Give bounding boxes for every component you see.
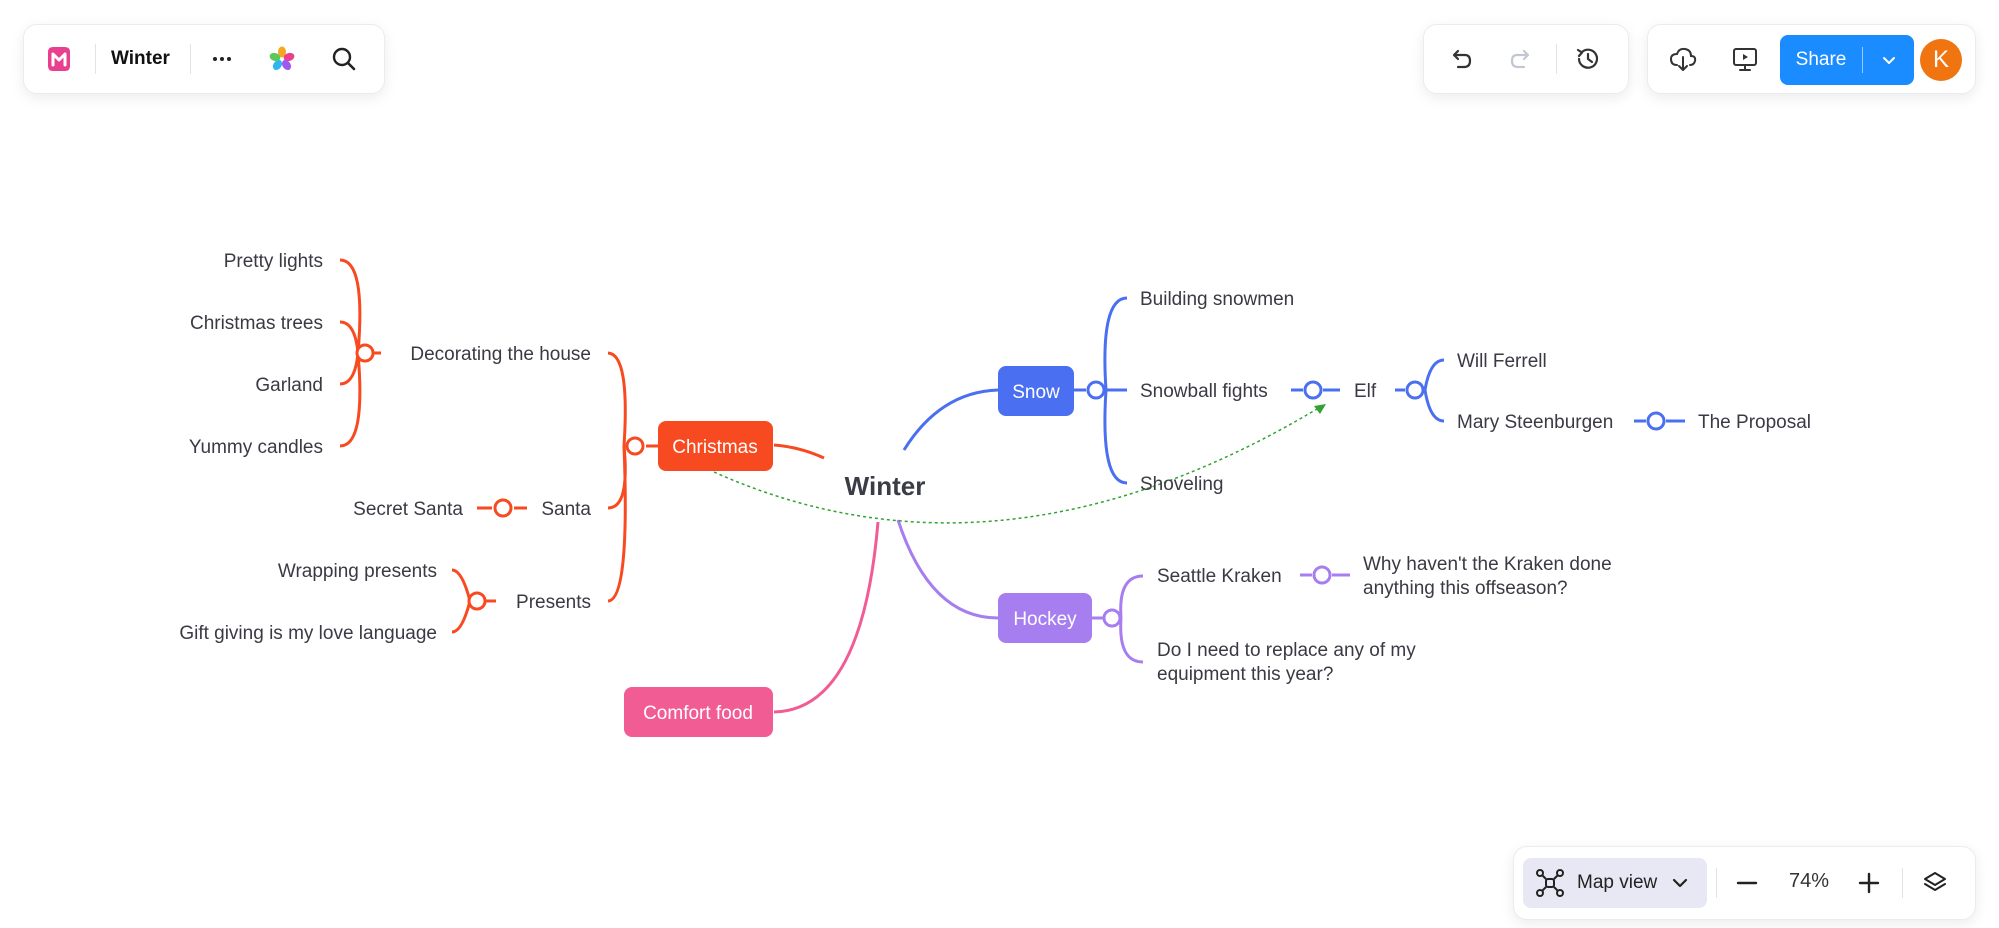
arrowhead bbox=[1314, 404, 1326, 414]
comfort-food-node[interactable] bbox=[624, 687, 773, 737]
christmas-node[interactable] bbox=[658, 421, 773, 471]
christmas-knobs[interactable] bbox=[355, 343, 645, 611]
connector bbox=[773, 521, 880, 714]
topic-wrapping-presents[interactable]: Wrapping presents bbox=[278, 561, 437, 582]
divider bbox=[1862, 47, 1863, 73]
topic-decorating[interactable]: Decorating the house bbox=[410, 344, 591, 365]
topic-kraken-question-line1[interactable]: Why haven't the Kraken done bbox=[1363, 554, 1612, 575]
comfort-food-label: Comfort food bbox=[643, 703, 753, 724]
zoom-out-icon[interactable] bbox=[1727, 863, 1767, 903]
divider bbox=[95, 44, 96, 74]
divider bbox=[1716, 868, 1717, 898]
divider bbox=[1556, 44, 1557, 74]
connector bbox=[773, 443, 825, 460]
map-view-button[interactable]: Map view bbox=[1523, 858, 1707, 908]
zoom-in-icon[interactable] bbox=[1849, 863, 1889, 903]
topic-mary-steenburgen[interactable]: Mary Steenburgen bbox=[1457, 412, 1613, 433]
redo-icon[interactable] bbox=[1501, 39, 1541, 79]
topic-santa[interactable]: Santa bbox=[541, 499, 591, 520]
snow-knobs[interactable] bbox=[1086, 380, 1666, 431]
chevron-down-icon bbox=[1671, 874, 1689, 892]
hockey-knobs[interactable] bbox=[1102, 565, 1332, 628]
snow-label: Snow bbox=[1012, 382, 1060, 403]
root-node[interactable]: Winter bbox=[845, 471, 926, 501]
chevron-down-icon[interactable] bbox=[1863, 52, 1914, 68]
history-icon[interactable] bbox=[1568, 39, 1608, 79]
hockey-node[interactable] bbox=[998, 593, 1092, 643]
topic-yummy-candles[interactable]: Yummy candles bbox=[189, 437, 323, 458]
search-icon[interactable] bbox=[324, 39, 364, 79]
divider bbox=[1902, 868, 1903, 898]
layers-icon[interactable] bbox=[1915, 863, 1955, 903]
connector bbox=[896, 519, 999, 620]
topic-shoveling[interactable]: Shoveling bbox=[1140, 474, 1223, 495]
christmas-connectors bbox=[339, 258, 658, 634]
document-toolbar: Winter bbox=[23, 24, 385, 94]
topic-christmas-trees[interactable]: Christmas trees bbox=[190, 313, 323, 334]
topic-equipment-line2[interactable]: equipment this year? bbox=[1157, 664, 1333, 685]
share-button[interactable]: Share bbox=[1780, 35, 1914, 85]
snow-connectors bbox=[1074, 296, 1685, 485]
map-view-label: Map view bbox=[1577, 872, 1658, 893]
topic-equipment-line1[interactable]: Do I need to replace any of my bbox=[1157, 640, 1416, 661]
zoom-level[interactable]: 74% bbox=[1788, 870, 1830, 892]
share-label: Share bbox=[1795, 49, 1847, 70]
relationship-link[interactable] bbox=[713, 405, 1323, 524]
topic-will-ferrell[interactable]: Will Ferrell bbox=[1457, 351, 1547, 372]
hockey-connectors bbox=[1092, 573, 1350, 664]
topic-garland[interactable]: Garland bbox=[255, 375, 323, 396]
mapview-icon bbox=[1535, 868, 1565, 898]
document-title[interactable]: Winter bbox=[111, 48, 170, 69]
topic-building-snowmen[interactable]: Building snowmen bbox=[1140, 289, 1294, 310]
hockey-label: Hockey bbox=[1013, 609, 1077, 630]
topic-presents[interactable]: Presents bbox=[516, 592, 591, 613]
topic-gift-giving[interactable]: Gift giving is my love language bbox=[179, 623, 437, 644]
topic-the-proposal[interactable]: The Proposal bbox=[1698, 412, 1811, 433]
topic-seattle-kraken[interactable]: Seattle Kraken bbox=[1157, 566, 1282, 587]
connector bbox=[902, 388, 999, 451]
history-toolbar bbox=[1423, 24, 1629, 94]
download-icon[interactable] bbox=[1663, 39, 1703, 79]
divider bbox=[190, 44, 191, 74]
christmas-label: Christmas bbox=[672, 437, 758, 458]
theme-icon[interactable] bbox=[262, 39, 302, 79]
avatar[interactable]: K bbox=[1920, 39, 1962, 81]
topic-snowball-fights[interactable]: Snowball fights bbox=[1140, 381, 1268, 402]
topic-kraken-question-line2[interactable]: anything this offseason? bbox=[1363, 578, 1568, 599]
snow-node[interactable] bbox=[998, 366, 1074, 416]
topic-elf[interactable]: Elf bbox=[1354, 381, 1377, 402]
topic-pretty-lights[interactable]: Pretty lights bbox=[224, 251, 323, 272]
undo-icon[interactable] bbox=[1441, 39, 1481, 79]
logo-icon[interactable] bbox=[39, 39, 79, 79]
present-icon[interactable] bbox=[1725, 39, 1765, 79]
topic-secret-santa[interactable]: Secret Santa bbox=[353, 499, 463, 520]
more-icon[interactable] bbox=[202, 39, 242, 79]
